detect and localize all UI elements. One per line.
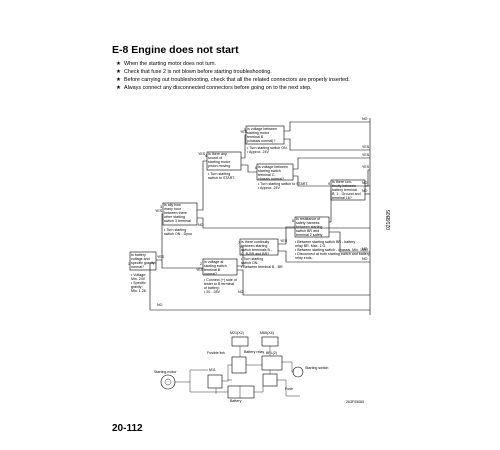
star-icon: ★ bbox=[116, 85, 121, 91]
bullet-text: Check that fuse 2 is not blown before st… bbox=[124, 69, 272, 75]
no-label: NO bbox=[362, 257, 368, 261]
node-8-note: • Between starting switch BR - battery r… bbox=[295, 240, 370, 261]
fuse-symbol bbox=[262, 373, 278, 387]
no-label: NO bbox=[362, 181, 368, 185]
node-4-note: • Turn starting switch to START. bbox=[208, 172, 236, 181]
fuse-label: Fuse bbox=[285, 387, 293, 391]
bullet-text: Before carrying out troubleshooting, che… bbox=[124, 77, 350, 83]
no-label: NO bbox=[362, 189, 368, 193]
page-number: 20-112 bbox=[112, 423, 143, 434]
yes-label: YES bbox=[196, 268, 204, 272]
yes-label: YES bbox=[240, 130, 248, 134]
box-n1 bbox=[129, 251, 157, 271]
bfl-block bbox=[261, 355, 283, 371]
yes-label: YES bbox=[157, 255, 165, 259]
yes-label: YES bbox=[362, 153, 370, 157]
starting-motor-symbol bbox=[160, 374, 176, 390]
bfl-label: BFL(2) bbox=[266, 351, 277, 355]
step-number: 2 bbox=[200, 262, 202, 266]
node-6-note: • Turn starting switch to START.• Approx… bbox=[258, 182, 309, 191]
step-number: 5 bbox=[244, 128, 246, 132]
step-number: 9 bbox=[328, 182, 330, 186]
no-label: NO bbox=[198, 223, 204, 227]
node-7-note: • Turn starting switch ON.• Between term… bbox=[241, 257, 283, 270]
step-number: 3 bbox=[160, 205, 162, 209]
starting-switch-symbol bbox=[292, 366, 304, 378]
yes-label: YES bbox=[362, 165, 370, 169]
no-label: NO bbox=[362, 117, 368, 121]
star-icon: ★ bbox=[116, 69, 121, 75]
battery-relay bbox=[231, 356, 247, 374]
no-label: NO bbox=[238, 290, 244, 294]
step-number: 4 bbox=[205, 154, 207, 158]
battery-relay-label: Battery relay bbox=[244, 350, 265, 354]
connector-m21 bbox=[231, 336, 249, 347]
bullet-3: ★Before carrying out troubleshooting, ch… bbox=[116, 77, 350, 83]
m11-block bbox=[207, 374, 223, 389]
connector-m65 bbox=[261, 336, 279, 347]
figure-code: 263F05065 bbox=[346, 400, 365, 404]
no-label: NO bbox=[362, 247, 368, 251]
star-icon: ★ bbox=[116, 61, 121, 67]
node-3-note: • Turn starting switch ON - Dyno bbox=[164, 228, 192, 237]
yes-label: YES bbox=[362, 145, 370, 149]
node-5-note: • Turn starting switch ON.• Approx. 24V bbox=[247, 146, 288, 155]
bullet-text: Always connect any disconnected connecto… bbox=[124, 85, 312, 91]
bullet-4: ★Always connect any disconnected connect… bbox=[116, 85, 312, 91]
bullet-1: ★When the starting motor does not turn. bbox=[116, 61, 216, 67]
m11-label: M11 bbox=[209, 368, 216, 372]
star-icon: ★ bbox=[116, 77, 121, 83]
starting-switch-label: Starting switch bbox=[305, 366, 329, 370]
node-2-note: • Connect (+) side of tester to B termin… bbox=[204, 278, 237, 295]
connector-m21-label: M21(X2) bbox=[230, 331, 244, 335]
battery-label: Battery bbox=[230, 399, 242, 403]
fusible-link-label: Fusible link bbox=[207, 351, 225, 355]
side-code: 0216B05 bbox=[386, 209, 392, 230]
bullet-text: When the starting motor does not turn. bbox=[124, 61, 216, 67]
step-number: 6 bbox=[255, 166, 257, 170]
bullet-2: ★Check that fuse 2 is not blown before s… bbox=[116, 69, 272, 75]
connector-m65-label: M65(X4) bbox=[260, 331, 274, 335]
no-label: NO bbox=[157, 303, 163, 307]
box-n2 bbox=[202, 258, 238, 276]
step-number: 7 bbox=[238, 241, 240, 245]
starting-motor-label: Starting motor bbox=[154, 370, 177, 374]
node-1-note: • Voltage: Min. 24V• Specific gravity: M… bbox=[131, 273, 147, 294]
step-number: 1 bbox=[128, 262, 130, 266]
page-title: E-8 Engine does not start bbox=[112, 44, 239, 56]
battery-symbol bbox=[227, 385, 255, 399]
step-number: 8 bbox=[292, 219, 294, 223]
yes-label: YES bbox=[280, 239, 288, 243]
yes-label: YES bbox=[198, 152, 206, 156]
yes-label: YES bbox=[155, 209, 163, 213]
